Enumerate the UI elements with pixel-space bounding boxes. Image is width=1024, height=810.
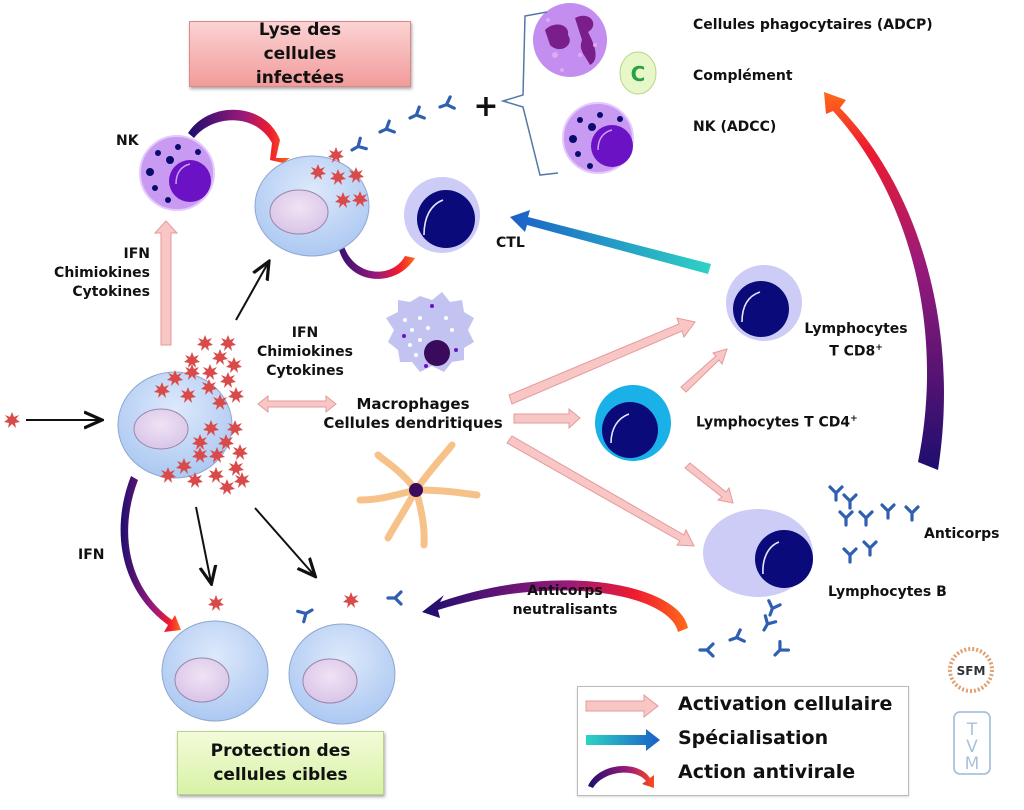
antibodies-label: Anticorps (924, 526, 1000, 542)
cd8-label: Lymphocytes T CD8+ (796, 320, 916, 362)
ifn-bottom-label: IFN (78, 547, 105, 563)
curved-arrow-icon (588, 766, 654, 788)
nk-antiviral-arrow (188, 109, 290, 163)
activation-arrow-to-cd8 (508, 317, 696, 405)
activation-arrow-to-nk (153, 220, 179, 346)
tvm-logo: T V M (953, 711, 991, 775)
legend-item-specialisation: Spécialisation (578, 725, 908, 755)
effector-nk-adcc: NK (ADCC) (693, 119, 777, 135)
activation-arrows (153, 220, 734, 547)
cd8-line2: T CD8+ (829, 343, 883, 360)
ifn-text: IFN (123, 246, 151, 262)
protected-cell-2 (288, 623, 396, 725)
arrow-to-protected-cell-2 (254, 507, 314, 575)
nk-cell-icon (139, 135, 215, 211)
activation-arrow-to-cd4 (513, 407, 581, 430)
effectors-bracket (500, 11, 559, 176)
black-arrows (26, 263, 314, 582)
neutralisation-arrow (422, 580, 688, 632)
legend-item-antiviral: Action antivirale (578, 759, 908, 789)
cd8-lymphocyte-icon (726, 265, 802, 341)
svg-text:V: V (966, 737, 978, 757)
ifn-antiviral-arrow (120, 476, 181, 632)
chimiokines-text: Chimiokines (257, 344, 353, 360)
protection-title-box: Protection des cellules cibles (177, 731, 384, 795)
lysis-title: Lyse des cellules infectées (255, 20, 345, 88)
ifn-text: IFN (291, 325, 319, 341)
complement-icon: C (619, 51, 657, 95)
nk-effector-icon (562, 102, 634, 174)
antibodies (296, 95, 920, 661)
b-cell-label: Lymphocytes B (828, 584, 947, 600)
signals-label-center: IFN Chimiokines Cytokines (245, 324, 365, 381)
activation-arrow-to-b (506, 435, 695, 547)
phagocyte-icon (533, 3, 607, 77)
chimiokines-text: Chimiokines (54, 265, 150, 281)
ctl-label: CTL (496, 235, 525, 251)
sfm-logo: SFM (948, 647, 994, 693)
apc-label: Macrophages Cellules dendritiques (318, 395, 508, 433)
specialisation-arrow (510, 210, 711, 274)
lysis-title-box: Lyse des cellules infectées (189, 20, 411, 88)
effector-complement: Complément (693, 68, 793, 84)
cd4-label: Lymphocytes T CD4+ (696, 414, 858, 431)
macrophages-text: Macrophages (356, 395, 470, 413)
cd8-line1: Lymphocytes (804, 321, 908, 337)
lysed-target-cell (254, 155, 370, 257)
svg-text:M: M (965, 754, 980, 774)
legend-item-activation: Activation cellulaire (578, 691, 908, 721)
cytokines-text: Cytokines (266, 363, 344, 379)
ctl-antiviral-arrow (331, 228, 415, 279)
activation-arrow-cd4-to-cd8 (680, 348, 728, 393)
protection-title: Protection des cellules cibles (210, 741, 351, 785)
cd4-lymphocyte-icon (595, 385, 671, 461)
svg-text:SFM: SFM (957, 664, 986, 678)
neutralising-antibodies-label: Anticorps neutralisants (512, 583, 618, 618)
svg-text:T: T (966, 720, 978, 740)
activation-arrow-bidirectional (257, 394, 337, 414)
arrow-to-lysed-cell (235, 263, 268, 321)
plus-sign: + (473, 89, 498, 124)
b-lymphocyte-icon (703, 509, 813, 597)
protected-cell-1 (161, 620, 269, 722)
effector-phagocytes: Cellules phagocytaires (ADCP) (693, 17, 933, 33)
antibody-effector-arrow (824, 92, 944, 470)
activation-arrow-cd4-to-b (684, 462, 734, 504)
dendritic-cell-icon (356, 441, 481, 549)
cytokines-text: Cytokines (72, 284, 150, 300)
antiviral-arrows (120, 92, 944, 632)
nk-label: NK (116, 133, 139, 149)
dendritic-cells-text: Cellules dendritiques (323, 414, 503, 432)
blue-gradient-arrow-icon (586, 729, 660, 751)
pink-arrow-icon (585, 694, 659, 718)
arrow-to-protected-cell-1 (195, 506, 211, 582)
legend: Activation cellulaire Spécialisation Act… (577, 686, 909, 796)
macrophage-icon (386, 292, 474, 372)
signals-label-left: IFN Chimiokines Cytokines (30, 245, 150, 302)
ctl-cell-icon (404, 177, 480, 253)
complement-glyph: C (631, 62, 646, 86)
